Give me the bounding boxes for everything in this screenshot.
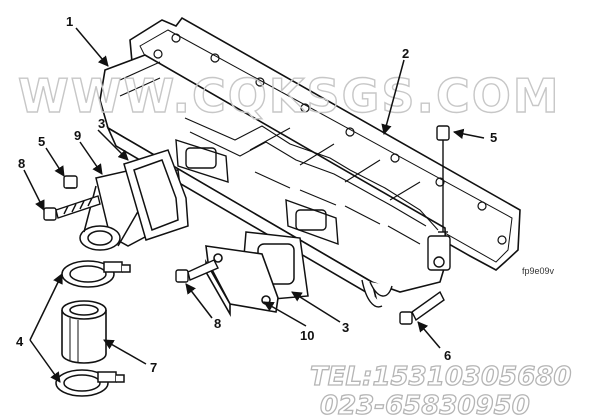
callout-8-left: 8 (18, 156, 25, 171)
watermark-tel-text: TEL:15310305680 (310, 362, 571, 392)
leader-lines (23, 27, 485, 383)
callout-labels: 1 2 3 5 9 8 5 8 10 3 6 7 4 (16, 14, 497, 375)
callout-5-left: 5 (38, 134, 45, 149)
manifold-fins (119, 61, 439, 245)
callout-4: 4 (16, 334, 24, 349)
bolt-center (175, 259, 219, 283)
callout-2: 2 (402, 46, 409, 61)
plug-left (63, 175, 78, 189)
figure-code: fp9e09v (522, 266, 555, 276)
callout-8-center: 8 (214, 316, 221, 331)
callout-1: 1 (66, 14, 73, 29)
manifold-flange-ports (175, 139, 339, 246)
callout-6: 6 (444, 348, 451, 363)
manifold-end-fitting (361, 235, 451, 308)
callout-3-upper: 3 (98, 116, 105, 131)
watermark-phone-text: 023-65830950 (320, 391, 530, 420)
gasket-bolt-holes (153, 33, 507, 245)
callout-9: 9 (74, 128, 81, 143)
clamp-lower (55, 369, 125, 397)
callout-5-right: 5 (490, 130, 497, 145)
bolt-right (399, 290, 445, 325)
elbow-gasket (123, 149, 189, 241)
hose-sleeve (61, 300, 107, 364)
watermark-site-text: WWW.CQKSGS.COM (18, 69, 561, 123)
plug-right (436, 125, 450, 233)
callout-10: 10 (300, 328, 314, 343)
callout-3-lower: 3 (342, 320, 349, 335)
bolt-left (43, 195, 101, 221)
callout-7: 7 (150, 360, 157, 375)
watermark: WWW.CQKSGS.COM TEL:15310305680 023-65830… (17, 68, 572, 420)
clamp-upper (61, 260, 131, 288)
